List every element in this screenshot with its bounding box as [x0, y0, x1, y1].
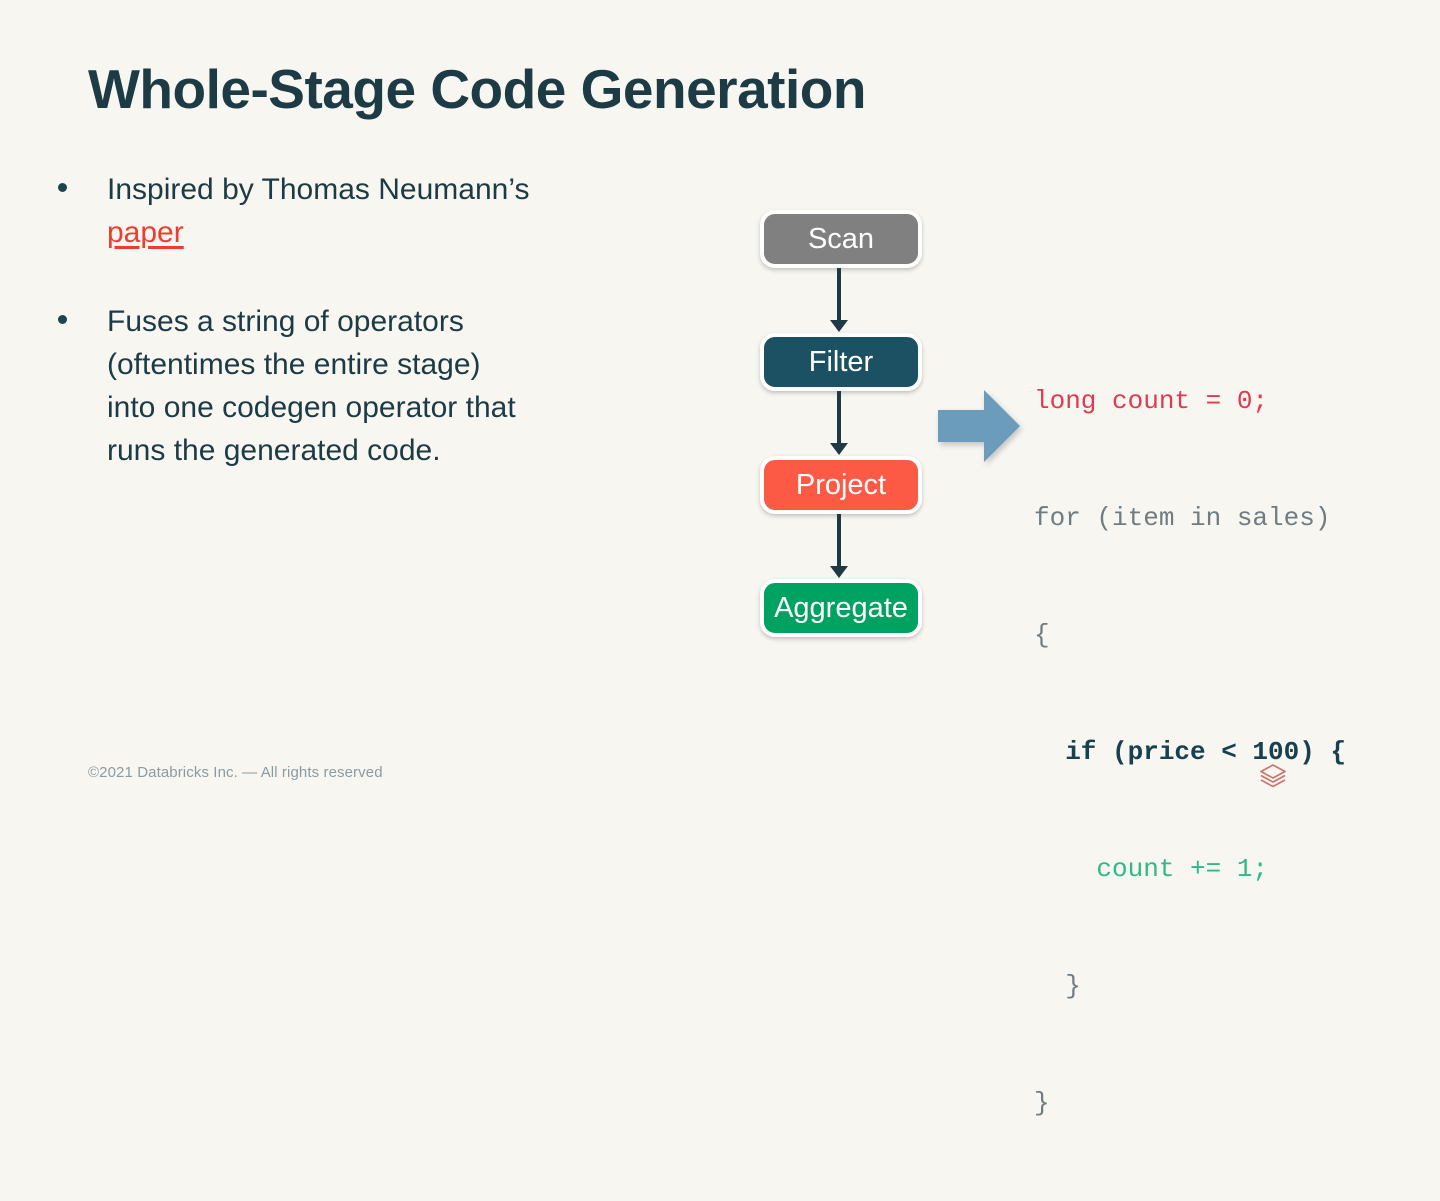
bullet-text-1: Inspired by Thomas Neumann’s paper	[107, 168, 529, 254]
flow-node-scan: Scan	[760, 210, 922, 268]
code-line-3: {	[1034, 620, 1050, 650]
connector-filter-project	[837, 391, 841, 447]
flow-node-project-label: Project	[795, 469, 887, 501]
flow-node-filter-label: Filter	[808, 346, 874, 378]
code-line-7: }	[1034, 1088, 1050, 1118]
right-block-arrow-icon	[938, 390, 1020, 462]
bullet-dot-icon	[58, 183, 67, 192]
code-line-4: if (price < 100) {	[1034, 737, 1347, 767]
bullet-text-2: Fuses a string of operators (oftentimes …	[107, 300, 516, 472]
generated-code-block: long count = 0; for (item in sales) { if…	[1034, 304, 1346, 1201]
footer-copyright: ©2021 Databricks Inc. — All rights reser…	[88, 764, 383, 781]
bullet-list: Inspired by Thomas Neumann’s paper Fuses…	[58, 168, 658, 518]
flow-node-aggregate: Aggregate	[760, 579, 922, 637]
connector-project-aggregate	[837, 514, 841, 570]
flow-node-aggregate-label: Aggregate	[774, 592, 908, 624]
code-line-2: for (item in sales)	[1034, 503, 1331, 533]
paper-link[interactable]: paper	[107, 216, 184, 249]
bullet-2-line-4: runs the generated code.	[107, 434, 441, 467]
bullet-2-line-1: Fuses a string of operators	[107, 305, 464, 338]
bullet-2-line-3: into one codegen operator that	[107, 391, 516, 424]
arrow-head-icon	[830, 320, 848, 332]
page-title: Whole-Stage Code Generation	[88, 58, 866, 120]
arrow-head-icon	[830, 566, 848, 578]
flow-node-filter: Filter	[760, 333, 922, 391]
list-item: Fuses a string of operators (oftentimes …	[58, 300, 658, 472]
flow-node-scan-label: Scan	[807, 223, 875, 255]
flow-node-project: Project	[760, 456, 922, 514]
bullet-dot-icon	[58, 315, 67, 324]
operator-flow-diagram: Scan Filter Project Aggregate	[758, 210, 928, 640]
list-item: Inspired by Thomas Neumann’s paper	[58, 168, 658, 254]
code-line-1: long count = 0;	[1034, 386, 1269, 416]
connector-scan-filter	[837, 268, 841, 324]
slide-canvas: Whole-Stage Code Generation Inspired by …	[58, 58, 1346, 1118]
databricks-logo-icon	[1260, 764, 1286, 788]
bullet-2-line-2: (oftentimes the entire stage)	[107, 348, 481, 381]
arrow-head-icon	[830, 443, 848, 455]
bullet-1-line-1: Inspired by Thomas Neumann’s	[107, 173, 530, 206]
code-line-5: count += 1;	[1034, 854, 1269, 884]
code-line-6: }	[1034, 971, 1081, 1001]
